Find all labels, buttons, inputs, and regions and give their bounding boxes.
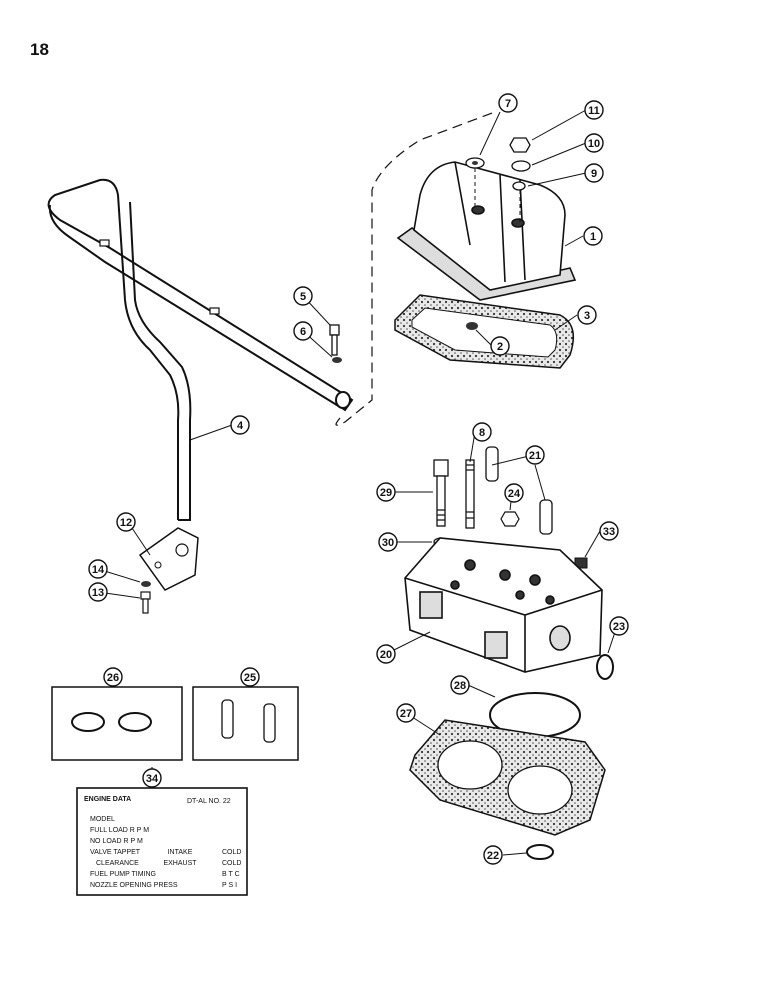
callout-label-14: 14 xyxy=(92,564,105,576)
callout-label-26: 26 xyxy=(107,672,119,684)
plate-row-left: NO LOAD R P M xyxy=(90,838,143,845)
callout-label-7: 7 xyxy=(505,98,511,110)
callout-label-1: 1 xyxy=(590,231,596,243)
breather-tube-part-4 xyxy=(47,178,354,521)
callout-bubble-7 xyxy=(498,93,518,113)
callout-bubble-2 xyxy=(490,336,510,356)
callout-label-25: 25 xyxy=(244,672,256,684)
head-gasket-part-27 xyxy=(409,719,606,836)
plate-row-left: NOZZLE OPENING PRESS xyxy=(90,882,178,889)
callout-bubble-29 xyxy=(376,482,396,502)
callout-group: 1234567891011121314202122232425262728293… xyxy=(88,93,629,865)
callout-label-12: 12 xyxy=(120,517,132,529)
callout-label-24: 24 xyxy=(508,488,521,500)
callout-bubble-5 xyxy=(293,286,313,306)
valve-cover-part-1 xyxy=(396,161,577,301)
callout-label-5: 5 xyxy=(300,291,306,303)
callout-label-13: 13 xyxy=(92,587,104,599)
callout-label-21: 21 xyxy=(529,450,541,462)
callout-label-11: 11 xyxy=(588,105,600,117)
callout-bubble-11 xyxy=(584,100,604,120)
callout-bubble-6 xyxy=(293,321,313,341)
callout-label-29: 29 xyxy=(380,487,392,499)
callout-bubble-34 xyxy=(142,768,162,788)
plate-row-mid: EXHAUST xyxy=(163,860,197,867)
plate-row-right: B T C xyxy=(222,871,240,878)
stud-bolt-part-29 xyxy=(433,459,449,527)
routing-dashed-line xyxy=(335,111,496,426)
callout-label-2: 2 xyxy=(497,341,503,353)
plate-row-right: COLD xyxy=(222,860,241,867)
callout-bubble-10 xyxy=(584,133,604,153)
callout-bubble-24 xyxy=(504,483,524,503)
bolt-part-5 xyxy=(329,324,340,356)
bolt-part-13 xyxy=(140,591,151,614)
callout-label-22: 22 xyxy=(487,850,499,862)
seal-part-23 xyxy=(596,654,614,680)
callout-label-8: 8 xyxy=(479,427,485,439)
nut-part-11 xyxy=(509,137,531,153)
callout-label-6: 6 xyxy=(300,326,306,338)
callout-label-3: 3 xyxy=(584,310,590,322)
callout-bubble-30 xyxy=(378,532,398,552)
cylinder-head-part-20 xyxy=(404,537,603,673)
callout-label-23: 23 xyxy=(613,621,625,633)
plate-row-left: VALVE TAPPET xyxy=(90,849,141,856)
plate-row-left: FULL LOAD R P M xyxy=(90,827,149,834)
callout-bubble-3 xyxy=(577,305,597,325)
callout-bubble-21 xyxy=(525,445,545,465)
plate-heading: ENGINE DATA xyxy=(84,796,131,803)
callout-bubble-4 xyxy=(230,415,250,435)
callout-label-28: 28 xyxy=(454,680,466,692)
callout-label-33: 33 xyxy=(603,526,615,538)
callout-bubble-25 xyxy=(240,667,260,687)
callout-label-27: 27 xyxy=(400,708,412,720)
callout-label-9: 9 xyxy=(591,168,597,180)
callout-bubble-1 xyxy=(583,226,603,246)
plate-row-left: CLEARANCE xyxy=(96,860,139,867)
callout-label-4: 4 xyxy=(237,420,244,432)
callout-label-20: 20 xyxy=(380,649,392,661)
plate-row-left: MODEL xyxy=(90,816,115,823)
callout-bubble-28 xyxy=(450,675,470,695)
callout-bubble-8 xyxy=(472,422,492,442)
callout-bubble-12 xyxy=(116,512,136,532)
callout-bubble-22 xyxy=(483,845,503,865)
engine-data-plate-part-34: ENGINE DATA DT-AL NO. 22 MODEL FULL LOAD … xyxy=(76,787,248,896)
callout-label-34: 34 xyxy=(146,773,159,785)
plate-row-right: P S I xyxy=(222,882,237,889)
plate-row-right: COLD xyxy=(222,849,241,856)
callout-bubble-20 xyxy=(376,644,396,664)
plate-serial: DT-AL NO. 22 xyxy=(187,798,231,805)
part-25-box xyxy=(192,686,299,761)
nut-part-24 xyxy=(500,511,520,527)
washer-part-14 xyxy=(141,581,151,587)
washer-part-6 xyxy=(332,357,342,363)
callout-bubble-13 xyxy=(88,582,108,602)
plate-row-left: FUEL PUMP TIMING xyxy=(90,871,156,878)
callout-bubble-23 xyxy=(609,616,629,636)
callout-label-30: 30 xyxy=(382,537,394,549)
plug-part-33 xyxy=(574,557,588,569)
grommet-part-2 xyxy=(466,322,478,330)
callout-bubble-9 xyxy=(584,163,604,183)
plate-row-mid: INTAKE xyxy=(168,849,193,856)
callout-bubble-14 xyxy=(88,559,108,579)
bracket-part-12 xyxy=(138,527,199,591)
seal-part-10 xyxy=(511,160,531,172)
ring-part-22 xyxy=(526,844,554,860)
callout-bubble-33 xyxy=(599,521,619,541)
stud-part-8 xyxy=(465,459,475,529)
callout-bubble-27 xyxy=(396,703,416,723)
callout-label-10: 10 xyxy=(588,138,600,150)
page-number: 18 xyxy=(30,40,49,59)
callout-bubble-26 xyxy=(103,667,123,687)
washer-part-9 xyxy=(512,181,526,191)
